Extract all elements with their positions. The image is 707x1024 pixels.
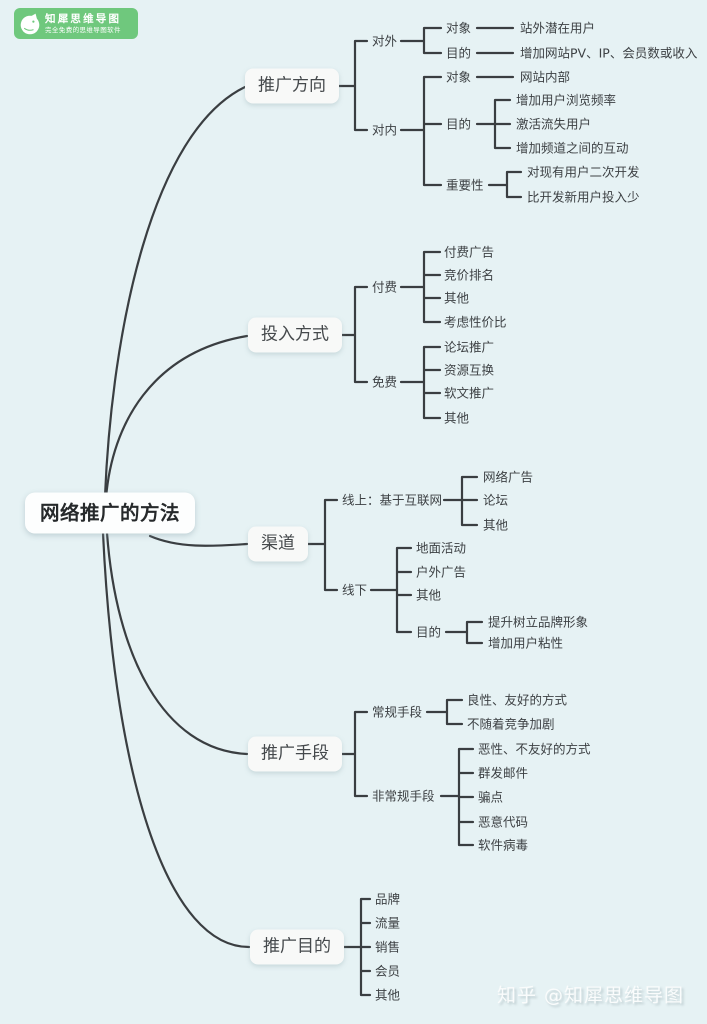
leaf-node[interactable]: 考虑性价比 bbox=[444, 314, 507, 330]
leaf-node[interactable]: 增加用户浏览频率 bbox=[516, 92, 617, 108]
branch-channel-elbows bbox=[306, 475, 484, 645]
logo-text: 知犀思维导图 完全免费的思维导图软件 bbox=[45, 13, 121, 35]
leaf-node[interactable]: 激活流失用户 bbox=[516, 116, 592, 132]
branch-node-channel[interactable]: 渠道 bbox=[248, 526, 308, 562]
root-curve-investment bbox=[104, 334, 249, 500]
leaf-node[interactable]: 软件病毒 bbox=[478, 837, 529, 853]
leaf-node[interactable]: 资源互换 bbox=[444, 362, 495, 378]
root-curve-purpose bbox=[101, 531, 251, 949]
leaf-node[interactable]: 网站内部 bbox=[520, 69, 571, 85]
group-node-offline[interactable]: 线下 bbox=[342, 582, 368, 598]
leaf-node[interactable]: 地面活动 bbox=[416, 540, 467, 556]
root-curve-direction bbox=[103, 85, 247, 498]
branch-purpose-elbows bbox=[335, 897, 372, 997]
group-node-online[interactable]: 线上：基于互联网 bbox=[342, 492, 443, 508]
sub-node-goal[interactable]: 目的 bbox=[446, 116, 472, 132]
logo-title: 知犀思维导图 bbox=[45, 12, 122, 25]
leaf-node[interactable]: 其他 bbox=[483, 517, 509, 533]
leaf-node[interactable]: 群发邮件 bbox=[478, 765, 529, 781]
leaf-node[interactable]: 品牌 bbox=[375, 891, 401, 907]
zhixi-logo-badge[interactable]: 知犀思维导图 完全免费的思维导图软件 bbox=[14, 8, 138, 39]
branch-investment-elbows bbox=[336, 250, 442, 420]
leaf-node[interactable]: 站外潜在用户 bbox=[520, 20, 596, 36]
group-node-regular[interactable]: 常规手段 bbox=[372, 704, 423, 720]
sub-node-target[interactable]: 对象 bbox=[446, 69, 472, 85]
leaf-node[interactable]: 增加网站PV、IP、会员数或收入 bbox=[520, 45, 698, 61]
logo-subtitle: 完全免费的思维导图软件 bbox=[45, 25, 121, 34]
leaf-node[interactable]: 会员 bbox=[375, 963, 401, 979]
root-curve-tactics bbox=[105, 531, 249, 756]
leaf-node[interactable]: 竞价排名 bbox=[444, 267, 495, 283]
leaf-node[interactable]: 其他 bbox=[416, 587, 442, 603]
leaf-node[interactable]: 户外广告 bbox=[416, 564, 467, 580]
sub-node-goal[interactable]: 目的 bbox=[416, 624, 442, 640]
leaf-node[interactable]: 付费广告 bbox=[444, 244, 495, 260]
leaf-node[interactable]: 良性、友好的方式 bbox=[467, 692, 568, 708]
leaf-node[interactable]: 不随着竞争加剧 bbox=[467, 716, 555, 732]
branch-node-investment[interactable]: 投入方式 bbox=[248, 317, 342, 353]
leaf-node[interactable]: 增加频道之间的互动 bbox=[516, 140, 629, 156]
leaf-node[interactable]: 增加用户粘性 bbox=[488, 635, 564, 651]
leaf-node[interactable]: 论坛 bbox=[483, 492, 509, 508]
branch-tactics-elbows bbox=[336, 698, 475, 847]
branch-direction-elbows bbox=[335, 26, 523, 199]
group-node-internal[interactable]: 对内 bbox=[372, 122, 398, 138]
leaf-node[interactable]: 对现有用户二次开发 bbox=[527, 164, 640, 180]
leaf-node[interactable]: 骗点 bbox=[478, 789, 504, 805]
leaf-node[interactable]: 流量 bbox=[375, 915, 401, 931]
group-node-external[interactable]: 对外 bbox=[372, 33, 398, 49]
leaf-node[interactable]: 其他 bbox=[444, 290, 470, 306]
rhino-icon bbox=[20, 13, 40, 34]
leaf-node[interactable]: 提升树立品牌形象 bbox=[488, 614, 589, 630]
branch-node-purpose[interactable]: 推广目的 bbox=[250, 929, 344, 965]
leaf-node[interactable]: 比开发新用户投入少 bbox=[527, 189, 640, 205]
root-node[interactable]: 网络推广的方法 bbox=[25, 492, 196, 534]
branch-node-tactics[interactable]: 推广手段 bbox=[248, 736, 342, 772]
group-node-irregular[interactable]: 非常规手段 bbox=[372, 788, 435, 804]
sub-node-goal[interactable]: 目的 bbox=[446, 45, 472, 61]
sub-node-target[interactable]: 对象 bbox=[446, 20, 472, 36]
leaf-node[interactable]: 恶性、不友好的方式 bbox=[478, 741, 591, 757]
leaf-node[interactable]: 网络广告 bbox=[483, 469, 534, 485]
group-node-free[interactable]: 免费 bbox=[372, 374, 398, 390]
leaf-node[interactable]: 论坛推广 bbox=[444, 339, 495, 355]
leaf-node[interactable]: 恶意代码 bbox=[478, 814, 529, 830]
group-node-paid[interactable]: 付费 bbox=[372, 279, 398, 295]
leaf-node[interactable]: 软文推广 bbox=[444, 385, 495, 401]
root-curve-channel bbox=[148, 534, 249, 547]
leaf-node[interactable]: 其他 bbox=[444, 410, 470, 426]
watermark: 知乎 @知犀思维导图 bbox=[497, 984, 685, 1007]
branch-node-direction[interactable]: 推广方向 bbox=[245, 68, 339, 104]
leaf-node[interactable]: 销售 bbox=[375, 939, 401, 955]
leaf-node[interactable]: 其他 bbox=[375, 987, 401, 1003]
sub-node-importance[interactable]: 重要性 bbox=[446, 177, 484, 193]
